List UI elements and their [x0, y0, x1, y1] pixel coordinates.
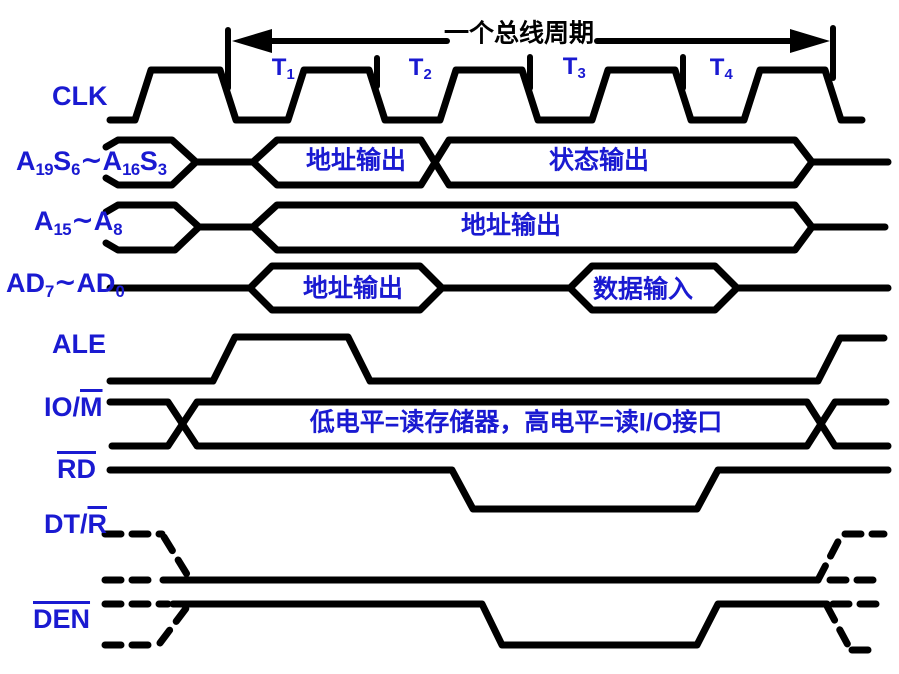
label-text: A [16, 146, 36, 176]
label-subscript: 16 [122, 160, 140, 180]
label-overlined-text: R [87, 509, 108, 539]
label-text: S [139, 146, 158, 176]
phase-base: T [562, 53, 578, 80]
label-subscript: 0 [115, 282, 125, 302]
label-overlined-text: M [80, 392, 103, 422]
signal-label-ale: ALE [52, 331, 106, 358]
label-text: A [102, 146, 123, 176]
label-text: AD [76, 268, 116, 298]
bus-value-ad-data-in: 数据输入 [592, 275, 694, 304]
clock-phase-t4: T4 [709, 54, 733, 84]
bus-value-a19s6-address-out: 地址输出 [305, 146, 407, 175]
label-subscript: 8 [113, 220, 123, 240]
bus-value-a15a8-address-out: 地址输出 [460, 211, 562, 240]
rd-waveform [106, 466, 892, 513]
bus-cycle-label: 一个总线周期 [443, 19, 595, 48]
iom-rail-weave-b [108, 398, 892, 450]
signal-label-dt-r: DT/R [44, 511, 107, 538]
a19s6-a16s3-bus-weave-bottom [102, 136, 816, 189]
signal-label-den: DEN [33, 606, 90, 633]
phase-subscript: 3 [577, 66, 586, 83]
signal-label-clk: CLK [52, 83, 108, 110]
label-text: A [93, 206, 114, 236]
signal-label-rd: RD [57, 456, 96, 483]
clk-waveform [106, 66, 866, 124]
den-waveform-solid [169, 600, 831, 649]
phase-subscript: 4 [724, 67, 733, 84]
signal-label-a15-a8: A15∼A8 [34, 204, 123, 238]
clock-phase-t1: T1 [271, 54, 295, 84]
bus-cycle-arrowhead-left [232, 29, 272, 53]
label-tilde: ∼ [53, 266, 77, 297]
dtr-waveform-dashed [101, 530, 888, 584]
a15-a8-bus-weave-bottom [102, 223, 816, 254]
signal-label-a19s6-a16s3: A19S6∼A16S3 [16, 144, 167, 178]
bus-cycle-arrowhead-right [790, 29, 830, 53]
bus-value-a19s6-status-out: 状态输出 [548, 146, 650, 175]
label-text: S [53, 146, 72, 176]
label-subscript: 6 [71, 160, 80, 180]
ale-waveform [106, 333, 888, 385]
label-subscript: 19 [35, 160, 54, 180]
iom-rail-weave-a [106, 398, 890, 450]
iom-level-annotation: 低电平=读存储器，高电平=读I/O接口 [309, 408, 723, 437]
label-text: ALE [52, 329, 106, 359]
label-subscript: 15 [53, 220, 72, 240]
ad7-ad0-waveform-bottom [246, 284, 741, 314]
clock-phase-t3: T3 [562, 53, 586, 83]
label-tilde: ∼ [71, 204, 94, 235]
label-text: DT/ [44, 509, 88, 539]
clock-phase-t2: T2 [408, 54, 432, 84]
label-overlined-text: DEN [33, 604, 91, 634]
a19s6-a16s3-bus-weave-top [102, 136, 892, 189]
signal-label-ad7-ad0: AD7∼AD0 [6, 266, 125, 300]
label-text: A [34, 206, 54, 236]
label-subscript: 3 [157, 160, 167, 180]
label-tilde: ∼ [79, 144, 103, 175]
signal-label-io-m: IO/M [44, 394, 103, 421]
label-text: CLK [52, 81, 108, 111]
bus-value-ad-address-out: 地址输出 [302, 274, 404, 303]
label-text: AD [6, 268, 45, 298]
phase-base: T [709, 54, 725, 81]
phase-subscript: 1 [286, 67, 295, 84]
label-text: IO/ [44, 392, 81, 422]
den-waveform-dashed [101, 600, 888, 654]
label-overlined-text: RD [57, 454, 96, 484]
label-subscript: 7 [45, 282, 54, 302]
ad7-ad0-waveform-top [106, 262, 892, 292]
phase-subscript: 2 [423, 67, 432, 84]
phase-base: T [271, 54, 287, 81]
phase-base: T [408, 54, 424, 81]
